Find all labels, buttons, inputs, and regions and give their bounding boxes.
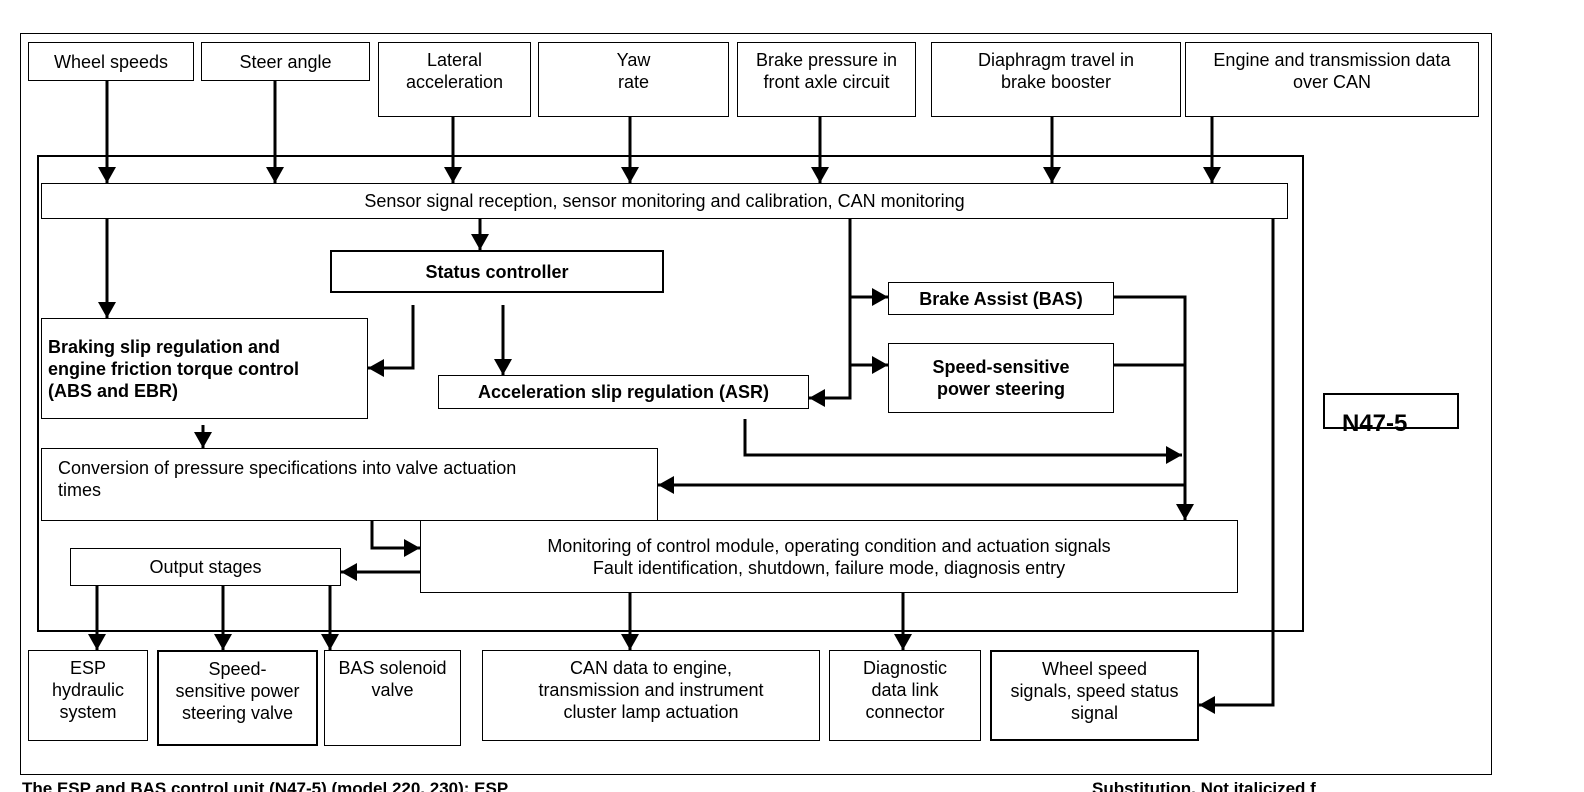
arrowhead-icon bbox=[471, 234, 489, 250]
output-can-data: CAN data to engine, transmission and ins… bbox=[482, 650, 820, 741]
input-diaphragm-travel: Diaphragm travel in brake booster bbox=[931, 42, 1181, 117]
connector-arrow bbox=[809, 219, 852, 407]
arrowhead-icon bbox=[194, 432, 212, 448]
output-bas-solenoid: BAS solenoid valve bbox=[324, 650, 461, 746]
input-brake-pressure: Brake pressure in front axle circuit bbox=[737, 42, 916, 117]
output-esp-hydraulic: ESP hydraulic system bbox=[28, 650, 148, 741]
connector-arrow bbox=[743, 419, 1182, 464]
connector-arrow bbox=[444, 117, 462, 183]
input-yaw-rate: Yaw rate bbox=[538, 42, 729, 117]
connector-arrow bbox=[658, 476, 1185, 494]
input-engine-transmission-can: Engine and transmission data over CAN bbox=[1185, 42, 1479, 117]
connector-arrow bbox=[1114, 295, 1194, 520]
connector-arrow bbox=[1203, 117, 1221, 183]
connector-arrow bbox=[494, 305, 512, 375]
arrowhead-icon bbox=[341, 563, 357, 581]
braking-slip-regulation-block: Braking slip regulation and engine frict… bbox=[41, 318, 368, 419]
arrowhead-icon bbox=[621, 167, 639, 183]
arrowhead-icon bbox=[1199, 696, 1215, 714]
asr-block: Acceleration slip regulation (ASR) bbox=[438, 375, 809, 409]
figure-caption: The ESP and BAS control unit (N47-5) (mo… bbox=[22, 779, 1492, 792]
connector-arrow bbox=[894, 593, 912, 650]
connector-arrow bbox=[321, 586, 339, 650]
diagram-frame bbox=[20, 33, 1492, 775]
connector-arrow bbox=[1043, 117, 1061, 183]
output-stages-block: Output stages bbox=[70, 548, 341, 586]
arrowhead-icon bbox=[872, 356, 888, 374]
arrowhead-icon bbox=[894, 634, 912, 650]
input-steer-angle: Steer angle bbox=[201, 42, 370, 81]
caption-left: The ESP and BAS control unit (N47-5) (mo… bbox=[22, 779, 509, 792]
module-label-box bbox=[1323, 393, 1459, 429]
connector-arrow bbox=[621, 593, 639, 650]
control-module-boundary bbox=[37, 155, 1304, 632]
input-lateral-acceleration: Lateral acceleration bbox=[378, 42, 531, 117]
arrowhead-icon bbox=[658, 476, 674, 494]
arrowhead-icon bbox=[444, 167, 462, 183]
input-wheel-speeds: Wheel speeds bbox=[28, 42, 194, 81]
connector-arrow bbox=[370, 520, 420, 557]
arrowhead-icon bbox=[88, 634, 106, 650]
arrowhead-icon bbox=[809, 389, 825, 407]
arrowhead-icon bbox=[404, 539, 420, 557]
connector-arrow bbox=[98, 81, 116, 183]
connector-arrow bbox=[98, 219, 116, 318]
output-diagnostic-connector: Diagnostic data link connector bbox=[829, 650, 981, 741]
connector-arrow bbox=[811, 117, 829, 183]
output-power-steering-valve: Speed- sensitive power steering valve bbox=[157, 650, 318, 746]
connector-arrow bbox=[850, 356, 888, 374]
arrowhead-icon bbox=[872, 288, 888, 306]
module-label: N47-5 bbox=[1342, 410, 1408, 437]
arrowhead-icon bbox=[368, 359, 384, 377]
sensor-signal-reception-block: Sensor signal reception, sensor monitori… bbox=[41, 183, 1288, 219]
connector-arrow bbox=[214, 586, 232, 650]
arrowhead-icon bbox=[1043, 167, 1061, 183]
connector-arrow bbox=[194, 425, 212, 448]
connector-arrow bbox=[850, 288, 888, 306]
connector-arrow bbox=[368, 305, 415, 377]
connector-arrow bbox=[621, 117, 639, 183]
connector-arrow bbox=[471, 219, 489, 250]
arrowhead-icon bbox=[321, 634, 339, 650]
arrowhead-icon bbox=[811, 167, 829, 183]
output-wheel-speed-signals: Wheel speed signals, speed status signal bbox=[990, 650, 1199, 741]
brake-assist-block: Brake Assist (BAS) bbox=[888, 282, 1114, 315]
connector-arrow bbox=[1199, 219, 1275, 714]
connector-arrow bbox=[266, 81, 284, 183]
arrowhead-icon bbox=[1176, 504, 1194, 520]
arrowhead-icon bbox=[98, 167, 116, 183]
arrowhead-icon bbox=[214, 634, 232, 650]
arrowhead-icon bbox=[621, 634, 639, 650]
caption-right: Substitution. Not italicized f bbox=[1092, 779, 1316, 792]
status-controller-block: Status controller bbox=[330, 250, 664, 293]
speed-sensitive-power-steering-block: Speed-sensitive power steering bbox=[888, 343, 1114, 413]
arrowhead-icon bbox=[494, 359, 512, 375]
connector-arrow bbox=[341, 563, 420, 581]
arrowhead-icon bbox=[1203, 167, 1221, 183]
conversion-block: Conversion of pressure specifications in… bbox=[41, 448, 658, 521]
arrowhead-icon bbox=[1166, 446, 1182, 464]
arrowhead-icon bbox=[266, 167, 284, 183]
monitoring-block: Monitoring of control module, operating … bbox=[420, 520, 1238, 593]
connector-arrow bbox=[88, 586, 106, 650]
arrowhead-icon bbox=[98, 302, 116, 318]
